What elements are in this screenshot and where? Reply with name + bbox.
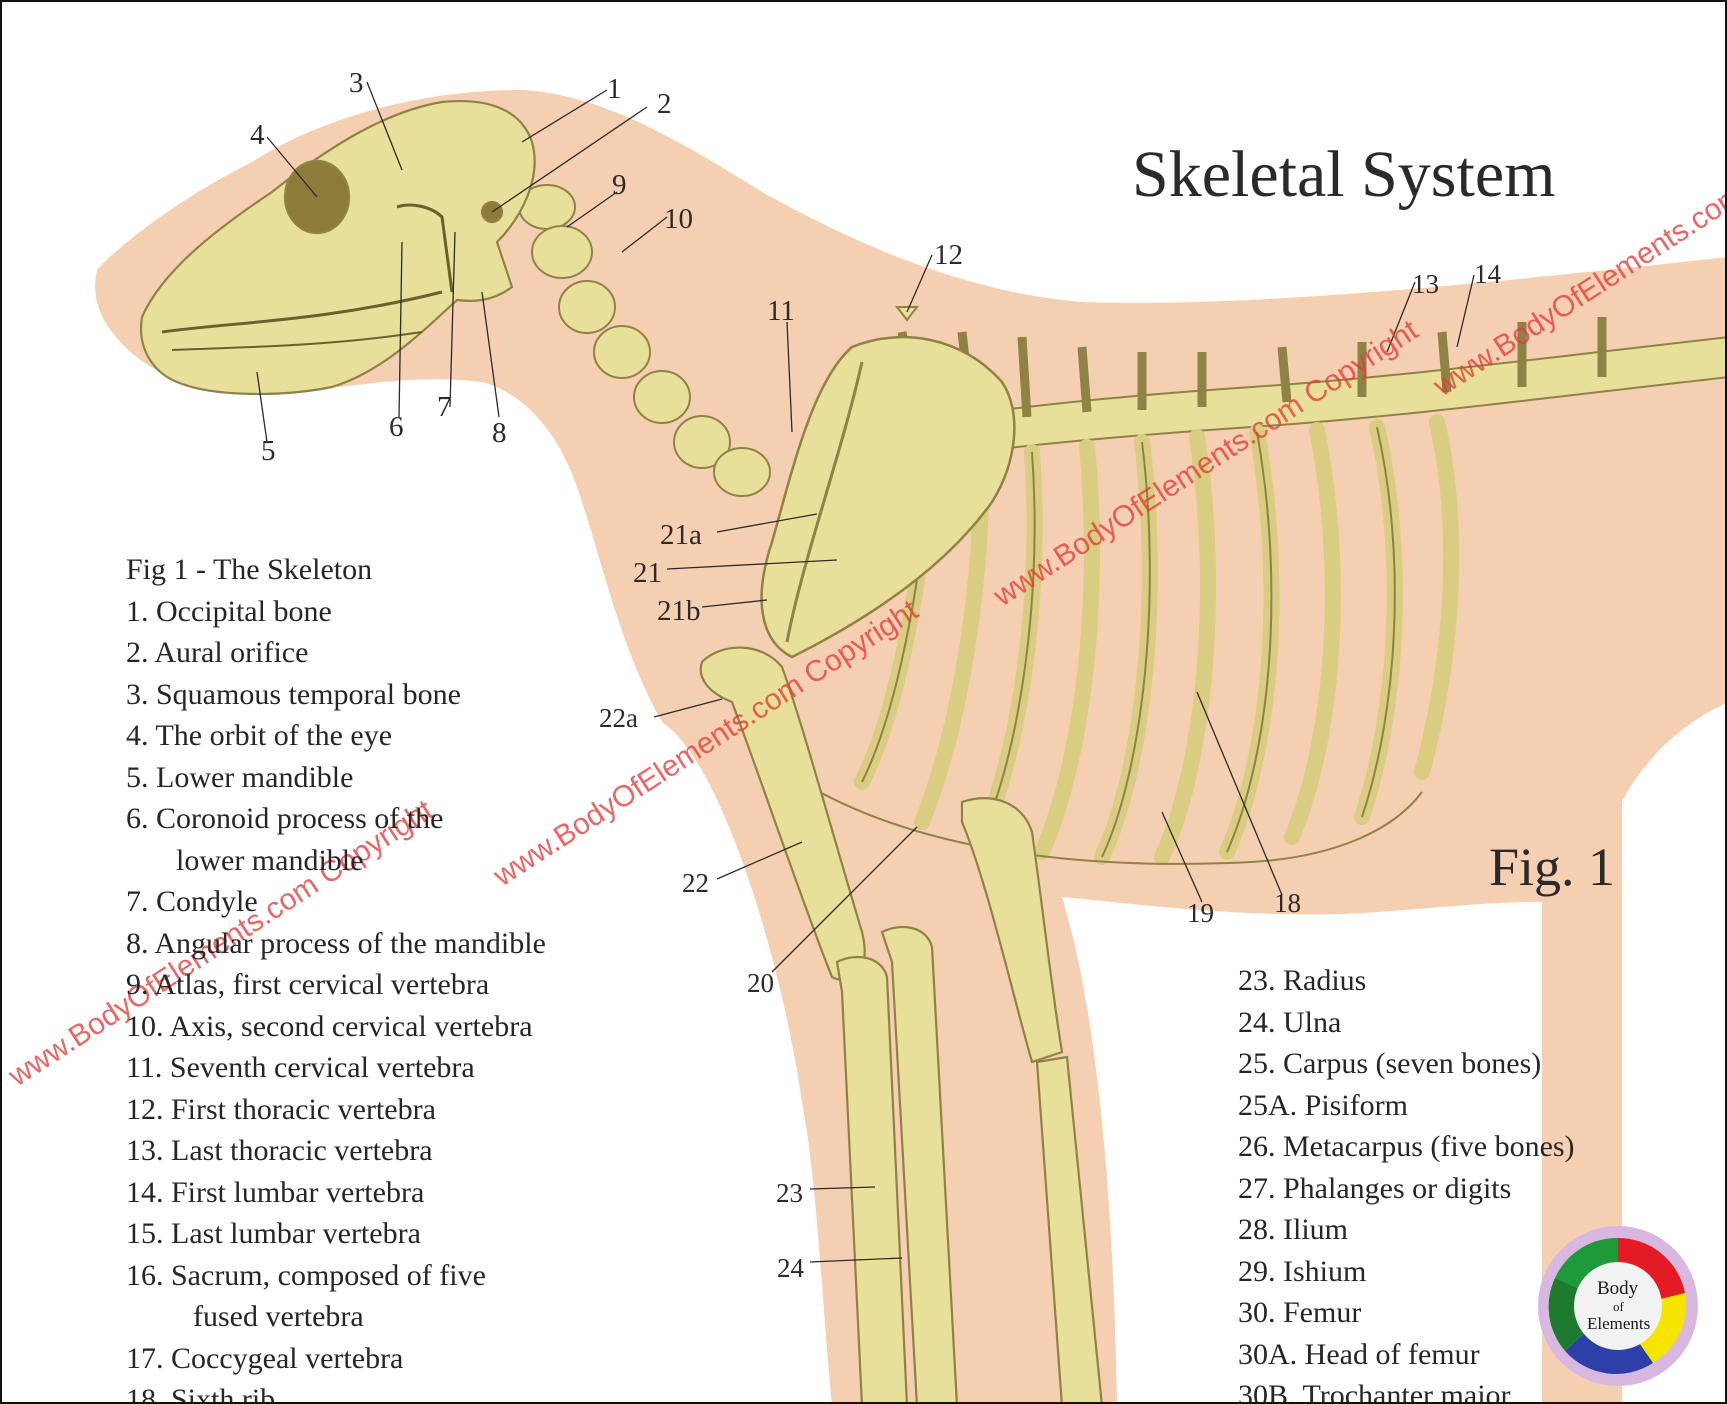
legend-item: 27. Phalanges or digits bbox=[1238, 1171, 1512, 1205]
callout-4: 4 bbox=[250, 119, 265, 151]
callout-11: 11 bbox=[767, 295, 795, 327]
legend-item: 23. Radius bbox=[1238, 964, 1367, 997]
legend-item: 17. Coccygeal vertebra bbox=[126, 1341, 404, 1375]
legend-item: 24. Ulna bbox=[1238, 1005, 1342, 1039]
callout-23: 23 bbox=[776, 1178, 803, 1208]
callout-21: 21 bbox=[633, 557, 662, 589]
callout-labels: 1 2 3 4 5 6 7 8 9 10 11 12 13 14 18 19 2… bbox=[250, 67, 1502, 1283]
callout-3: 3 bbox=[349, 67, 364, 99]
legend-item: 10. Axis, second cervical vertebra bbox=[126, 1009, 533, 1043]
callout-24: 24 bbox=[777, 1253, 805, 1283]
callout-20: 20 bbox=[747, 968, 774, 998]
callout-12: 12 bbox=[934, 239, 963, 271]
legend-item: 1. Occipital bone bbox=[126, 594, 332, 628]
page-title: Skeletal System bbox=[1132, 138, 1556, 211]
legend-item: 26. Metacarpus (five bones) bbox=[1238, 1130, 1575, 1163]
callout-7: 7 bbox=[437, 391, 452, 423]
legend-item: 30. Femur bbox=[1238, 1296, 1362, 1329]
legend-item: 29. Ishium bbox=[1238, 1254, 1367, 1288]
legend-item: 7. Condyle bbox=[126, 885, 258, 918]
figure-label: Fig. 1 bbox=[1489, 837, 1616, 897]
logo-text-of: of bbox=[1613, 1299, 1625, 1314]
legend-item: 16. Sacrum, composed of five bbox=[126, 1258, 486, 1292]
callout-13: 13 bbox=[1412, 269, 1439, 299]
legend-item: 18. Sixth rib bbox=[126, 1383, 276, 1404]
scapula bbox=[760, 336, 1016, 659]
legend-item: 14. First lumbar vertebra bbox=[126, 1175, 425, 1209]
legend-item: 8. Angular process of the mandible bbox=[126, 926, 546, 960]
callout-14: 14 bbox=[1474, 259, 1502, 289]
legend-item: 4. The orbit of the eye bbox=[126, 719, 393, 752]
callout-21b: 21b bbox=[657, 595, 701, 627]
skull bbox=[139, 100, 536, 396]
legend-item: 2. Aural orifice bbox=[126, 636, 309, 669]
legend-item-continued: fused vertebra bbox=[193, 1300, 364, 1333]
legend-item: 30B. Trochanter major bbox=[1238, 1379, 1511, 1404]
legend-left: Fig 1 - The Skeleton 1. Occipital bone 2… bbox=[126, 549, 546, 1404]
legend-item-continued: lower mandible bbox=[176, 843, 364, 877]
legend-item: 25. Carpus (seven bones) bbox=[1238, 1047, 1542, 1080]
callout-18: 18 bbox=[1274, 888, 1301, 918]
legend-item: 12. First thoracic vertebra bbox=[126, 1092, 436, 1126]
foreleg-bones bbox=[699, 646, 1103, 1402]
body-of-elements-logo: Body of Elements bbox=[1538, 1226, 1698, 1386]
logo-text-elements: Elements bbox=[1587, 1314, 1650, 1333]
callout-1: 1 bbox=[607, 73, 622, 105]
legend-item: 30A. Head of femur bbox=[1238, 1337, 1480, 1371]
logo-text-body: Body bbox=[1597, 1278, 1639, 1299]
callout-5: 5 bbox=[261, 435, 276, 467]
callout-9: 9 bbox=[612, 169, 627, 201]
legend-item: 15. Last lumbar vertebra bbox=[126, 1217, 421, 1250]
callout-2: 2 bbox=[657, 88, 672, 120]
legend-heading: Fig 1 - The Skeleton bbox=[126, 553, 373, 586]
callout-leaders bbox=[256, 81, 1475, 1263]
legend-item: 6. Coronoid process of the bbox=[126, 802, 444, 835]
callout-6: 6 bbox=[389, 411, 404, 443]
legend-item: 11. Seventh cervical vertebra bbox=[126, 1051, 475, 1084]
legend-item: 13. Last thoracic vertebra bbox=[126, 1134, 433, 1167]
legend-right: 23. Radius 24. Ulna 25. Carpus (seven bo… bbox=[1238, 960, 1575, 1404]
callout-22: 22 bbox=[682, 868, 709, 898]
callout-19: 19 bbox=[1187, 898, 1214, 928]
legend-item: 5. Lower mandible bbox=[126, 760, 354, 794]
callout-21a: 21a bbox=[660, 519, 702, 551]
cervical-vertebrae bbox=[518, 184, 771, 497]
legend-item: 28. Ilium bbox=[1238, 1213, 1348, 1246]
callout-10: 10 bbox=[664, 203, 693, 235]
callout-22a: 22a bbox=[599, 703, 638, 733]
legend-item: 25A. Pisiform bbox=[1238, 1088, 1409, 1122]
legend-item: 9. Atlas, first cervical vertebra bbox=[126, 968, 490, 1001]
callout-8: 8 bbox=[492, 417, 507, 449]
legend-item: 3. Squamous temporal bone bbox=[126, 677, 461, 711]
